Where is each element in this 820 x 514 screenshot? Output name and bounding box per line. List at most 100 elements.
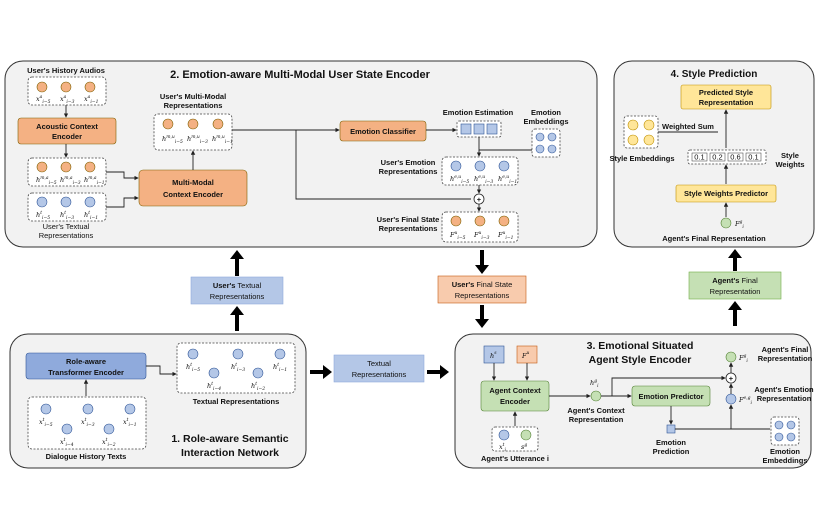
agent-emotion-embeddings-box (770, 416, 800, 446)
mm-encoder-line1: Multi-Modal (172, 178, 214, 187)
agent-final-rep-node (720, 217, 732, 229)
svg-text:xti−1: xti−1 (123, 417, 137, 428)
weighted-sum-label: Weighted Sum (662, 122, 714, 131)
svg-text:Fgi: Fgi (734, 220, 744, 230)
fu-symbol: F (521, 352, 527, 360)
emotion-estimation-label: Emotion Estimation (443, 108, 514, 117)
user-textual-reps-label-1: User's Textual (43, 222, 90, 231)
agent-title-2: Agent Style Encoder (589, 354, 692, 366)
mm-reps-label-2: Representations (164, 101, 223, 110)
predicted-style-rep (680, 84, 772, 110)
interaction-textual-nodes: hti−5 hti−3 hti−1 hti−4 hti−2 (186, 348, 287, 392)
user-final-state-label-1: User's Final State (377, 215, 440, 224)
interaction-title-2: Interaction Network (181, 447, 279, 459)
svg-text:sg: sg (521, 443, 527, 451)
svg-text:xai−3: xai−3 (60, 95, 75, 105)
style-weight-3: 0.1 (748, 153, 758, 162)
agent-plus-sign: + (729, 374, 734, 383)
emotion-estimation-cells (460, 123, 498, 135)
emotion-prediction-label-2: Prediction (653, 447, 690, 456)
svg-text:xai−5: xai−5 (36, 95, 51, 105)
svg-text:hti−3: hti−3 (60, 210, 74, 221)
svg-text:Fui−1: Fui−1 (497, 231, 514, 241)
style-weights-label-2: Weights (775, 160, 804, 169)
style-prediction-panel: 4. Style Prediction Predicted Style Repr… (609, 60, 815, 248)
svg-text:hti−3: hti−3 (231, 362, 245, 373)
emotion-classifier-label: Emotion Classifier (350, 127, 416, 136)
agent-context-rep-node (590, 390, 602, 402)
emotion-aware-encoder-panel: 2. Emotion-aware Multi-Modal User State … (4, 60, 598, 248)
textual-reps-label: Textual Representations (193, 397, 280, 406)
svg-text:hti−1: hti−1 (84, 210, 98, 221)
residual-path (295, 130, 471, 200)
mm-reps-box (153, 113, 233, 151)
style-embedding-nodes (627, 119, 655, 146)
textual-reps-transfer (333, 354, 425, 383)
textual-transfer-line1: Textual (367, 359, 391, 368)
agent-context-rep-label-1: Agent's Context (567, 406, 625, 415)
encoder-panel-title: 2. Emotion-aware Multi-Modal User State … (170, 69, 430, 81)
predicted-style-line2: Representation (699, 98, 754, 107)
style-weight-cells: 0.1 0.2 0.6 0.1 (691, 153, 762, 162)
emotion-embeddings-label-1: Emotion (531, 108, 561, 117)
style-panel-title: 4. Style Prediction (671, 69, 758, 80)
svg-text:xti−4: xti−4 (60, 437, 74, 448)
style-weight-1: 0.2 (712, 153, 722, 162)
textual-rep-nodes: hti−5 hti−3 hti−1 (36, 196, 98, 221)
svg-text:xti: xti (499, 442, 506, 453)
dialogue-history-nodes: xti−5 xti−3 xti−1 xti−4 xti−2 (39, 403, 137, 448)
emotion-prediction-label-1: Emotion (656, 438, 686, 447)
style-weights-label-1: Style (781, 151, 799, 160)
svg-text:Fgi: Fgi (738, 354, 748, 364)
agent-utterance-nodes: xti sg (498, 429, 532, 453)
svg-text:xti−5: xti−5 (39, 417, 53, 428)
emotion-classifier (339, 120, 427, 142)
mm-encoder-line2: Context Encoder (163, 190, 223, 199)
agent-context-rep-label-2: Representation (569, 415, 624, 424)
agent-final-transfer (688, 271, 782, 300)
agent-final-rep-label: Agent's Final Representation (662, 234, 766, 243)
agent-style-encoder-panel: 3. Emotional Situated Agent Style Encode… (454, 333, 814, 469)
user-final-bold: User's (452, 280, 475, 289)
user-final-rest: Final State (474, 280, 512, 289)
agent-emotion-rep-label-2: Representation (757, 394, 812, 403)
dialogue-history-label: Dialogue History Texts (46, 452, 127, 461)
svg-text:xti−2: xti−2 (102, 437, 116, 448)
user-emotion-reps-label-2: Representations (379, 167, 438, 176)
svg-text:xai−1: xai−1 (84, 95, 98, 105)
acoustic-context-encoder (17, 117, 117, 145)
user-final-line2: Representations (455, 291, 510, 300)
user-textual-reps-transfer (190, 276, 284, 305)
user-textual-bold: User's (213, 281, 236, 290)
agent-emotion-embedding-nodes (774, 420, 796, 442)
svg-text:User's Textual: User's Textual (213, 281, 262, 290)
agent-utterance-label: Agent's Utterance i (481, 454, 549, 463)
style-weights-predictor-label: Style Weights Predictor (684, 189, 768, 198)
agent-emotion-rep-node (725, 393, 737, 405)
textual-reps-box (176, 342, 296, 394)
agent-emotion-rep-label-1: Agent's Emotion (754, 385, 814, 394)
user-emotion-reps-label-1: User's Emotion (381, 158, 436, 167)
agent-context-line2: Encoder (500, 397, 530, 406)
emotion-embeddings-box (531, 128, 561, 158)
transformer-line2: Transformer Encoder (48, 368, 124, 377)
history-audios-label: User's History Audios (27, 66, 105, 75)
middle-transfers: User's Textual Representations User's Fi… (190, 249, 782, 383)
agent-final-bold: Agent's (712, 276, 739, 285)
agent-emotion-embeddings-label-1: Emotion (770, 447, 800, 456)
hs-symbol: h (490, 352, 494, 360)
predicted-style-line1: Predicted Style (699, 88, 753, 97)
style-weight-0: 0.1 (694, 153, 704, 162)
agent-title-1: 3. Emotional Situated (587, 340, 694, 352)
transformer-line1: Role-aware (66, 357, 106, 366)
agent-final-label-1: Agent's Final (762, 345, 809, 354)
role-aware-interaction-panel: Role-aware Transformer Encoder hti−5 hti… (9, 333, 307, 469)
agent-context-line1: Agent Context (489, 386, 541, 395)
svg-text:xti−3: xti−3 (81, 417, 95, 428)
svg-text:hti−4: hti−4 (207, 381, 221, 392)
svg-text:hti−5: hti−5 (36, 210, 50, 221)
user-final-state-transfer (437, 275, 527, 304)
emotion-predictor-label: Emotion Predictor (638, 392, 703, 401)
svg-text:hs: hs (490, 351, 497, 360)
svg-text:Fui−3: Fui−3 (473, 231, 490, 241)
